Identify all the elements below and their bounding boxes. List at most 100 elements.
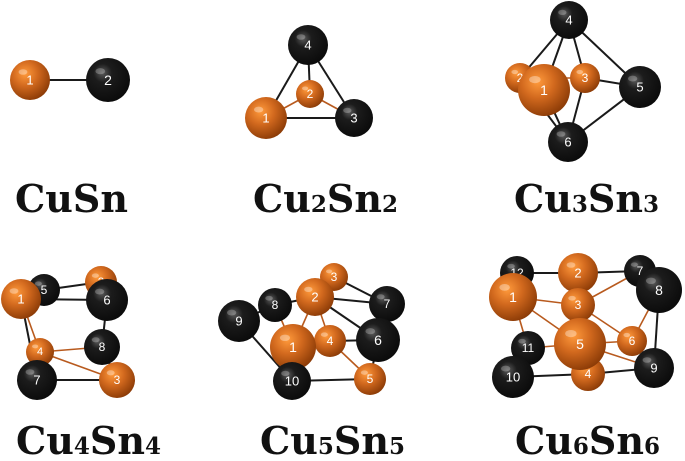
atom-label: 6 [103, 293, 110, 308]
cu-atom-sphere [99, 362, 135, 398]
cu-atom-sphere [296, 80, 324, 108]
atom-sn-3: 3 [335, 99, 373, 137]
sn-atom-sphere [84, 329, 120, 365]
atom-highlight [360, 370, 368, 375]
sn-atom-sphere [258, 288, 292, 322]
atom-cu-4: 4 [26, 338, 54, 366]
atom-highlight [95, 288, 105, 295]
atom-highlight [501, 365, 511, 372]
cu-atom-sphere [489, 273, 537, 321]
atom-label: 7 [33, 373, 40, 388]
atom-cu-3: 3 [570, 63, 600, 93]
atom-label: 8 [272, 298, 279, 312]
atom-label: 2 [311, 290, 318, 305]
formula-element: Cu [515, 418, 573, 461]
atom-highlight [106, 370, 115, 376]
atom-sn-9: 9 [634, 348, 674, 388]
formula-element: Sn [90, 418, 145, 461]
sn-atom-sphere [335, 99, 373, 137]
atom-sn-4: 4 [550, 1, 588, 39]
atom-label: 4 [37, 346, 43, 358]
atom-highlight [265, 295, 273, 301]
atom-cu-3: 3 [99, 362, 135, 398]
cu-atom-sphere [245, 97, 287, 139]
atom-highlight [25, 369, 35, 375]
sn-atom-sphere [288, 25, 328, 65]
atom-label: 5 [636, 80, 643, 95]
atom-cu-4: 4 [314, 325, 346, 357]
sn-atom-sphere [492, 356, 534, 398]
atom-cu-3: 3 [561, 288, 595, 322]
atom-sn-10: 10 [492, 356, 534, 398]
atom-highlight [556, 131, 566, 137]
atom-label: 4 [304, 38, 311, 53]
atom-highlight [623, 332, 631, 338]
atom-highlight [95, 68, 106, 75]
atom-highlight [9, 288, 19, 294]
atom-cu-5: 5 [554, 318, 606, 370]
atom-cu-6: 6 [617, 326, 647, 356]
atom-sn-6: 6 [356, 318, 400, 362]
atom-label: 3 [575, 298, 582, 312]
atom-highlight [343, 107, 352, 114]
cu-atom-sphere [617, 326, 647, 356]
formula-subscript: 3 [572, 191, 588, 218]
atom-highlight [566, 262, 576, 268]
atom-highlight [645, 277, 657, 285]
atom-label: 3 [114, 373, 121, 387]
formula-subscript: 3 [643, 191, 659, 218]
atom-highlight [281, 370, 290, 377]
atom-highlight [296, 34, 306, 40]
cu-atom-sphere [296, 278, 334, 316]
atom-highlight [628, 75, 638, 82]
atom-highlight [511, 69, 519, 75]
atom-highlight [91, 273, 99, 278]
atom-sn-8: 8 [84, 329, 120, 365]
formula-cu5sn5: Cu5Sn5 [260, 418, 405, 461]
atom-highlight [499, 284, 510, 291]
formula-cusn: CuSn [15, 176, 128, 221]
atom-sn-7: 7 [17, 360, 57, 400]
atom-label: 8 [655, 282, 663, 298]
atom-highlight [326, 269, 333, 274]
atom-highlight [518, 338, 526, 344]
sn-atom-sphere [634, 348, 674, 388]
cu-atom-sphere [558, 253, 598, 293]
sn-atom-sphere [86, 279, 128, 321]
formula-subscript: 4 [74, 433, 90, 460]
sn-atom-sphere [273, 362, 311, 400]
atom-label: 6 [629, 334, 636, 348]
atom-cu-1: 1 [489, 273, 537, 321]
atom-label: 4 [565, 13, 572, 28]
cu-atom-sphere [10, 60, 50, 100]
cu-atom-sphere [518, 64, 570, 116]
atom-sn-10: 10 [273, 362, 311, 400]
atom-sn-8: 8 [636, 267, 682, 313]
atom-highlight [32, 344, 39, 349]
formula-element: Sn [588, 176, 643, 221]
formula-cu3sn3: Cu3Sn3 [514, 176, 659, 221]
atom-label: 5 [41, 283, 48, 297]
atom-cu-1: 1 [270, 324, 316, 370]
formula-subscript: 6 [573, 433, 589, 460]
cu-atom-sphere [561, 288, 595, 322]
atom-sn-8: 8 [258, 288, 292, 322]
atom-cu-2: 2 [558, 253, 598, 293]
atom-highlight [565, 329, 577, 338]
atom-label: 2 [307, 87, 314, 101]
formula-element: Cu [514, 176, 572, 221]
atom-highlight [568, 295, 576, 301]
atom-label: 5 [367, 372, 374, 386]
cu-atom-sphere [270, 324, 316, 370]
atom-highlight [320, 332, 328, 337]
atom-cu-5: 5 [354, 363, 386, 395]
sn-atom-sphere [548, 122, 588, 162]
atom-label: 10 [506, 370, 520, 385]
formula-element: Cu [253, 176, 311, 221]
atom-label: 1 [26, 73, 33, 88]
formula-element: Cu [16, 418, 74, 461]
atom-label: 9 [650, 361, 657, 376]
atom-highlight [507, 263, 515, 269]
